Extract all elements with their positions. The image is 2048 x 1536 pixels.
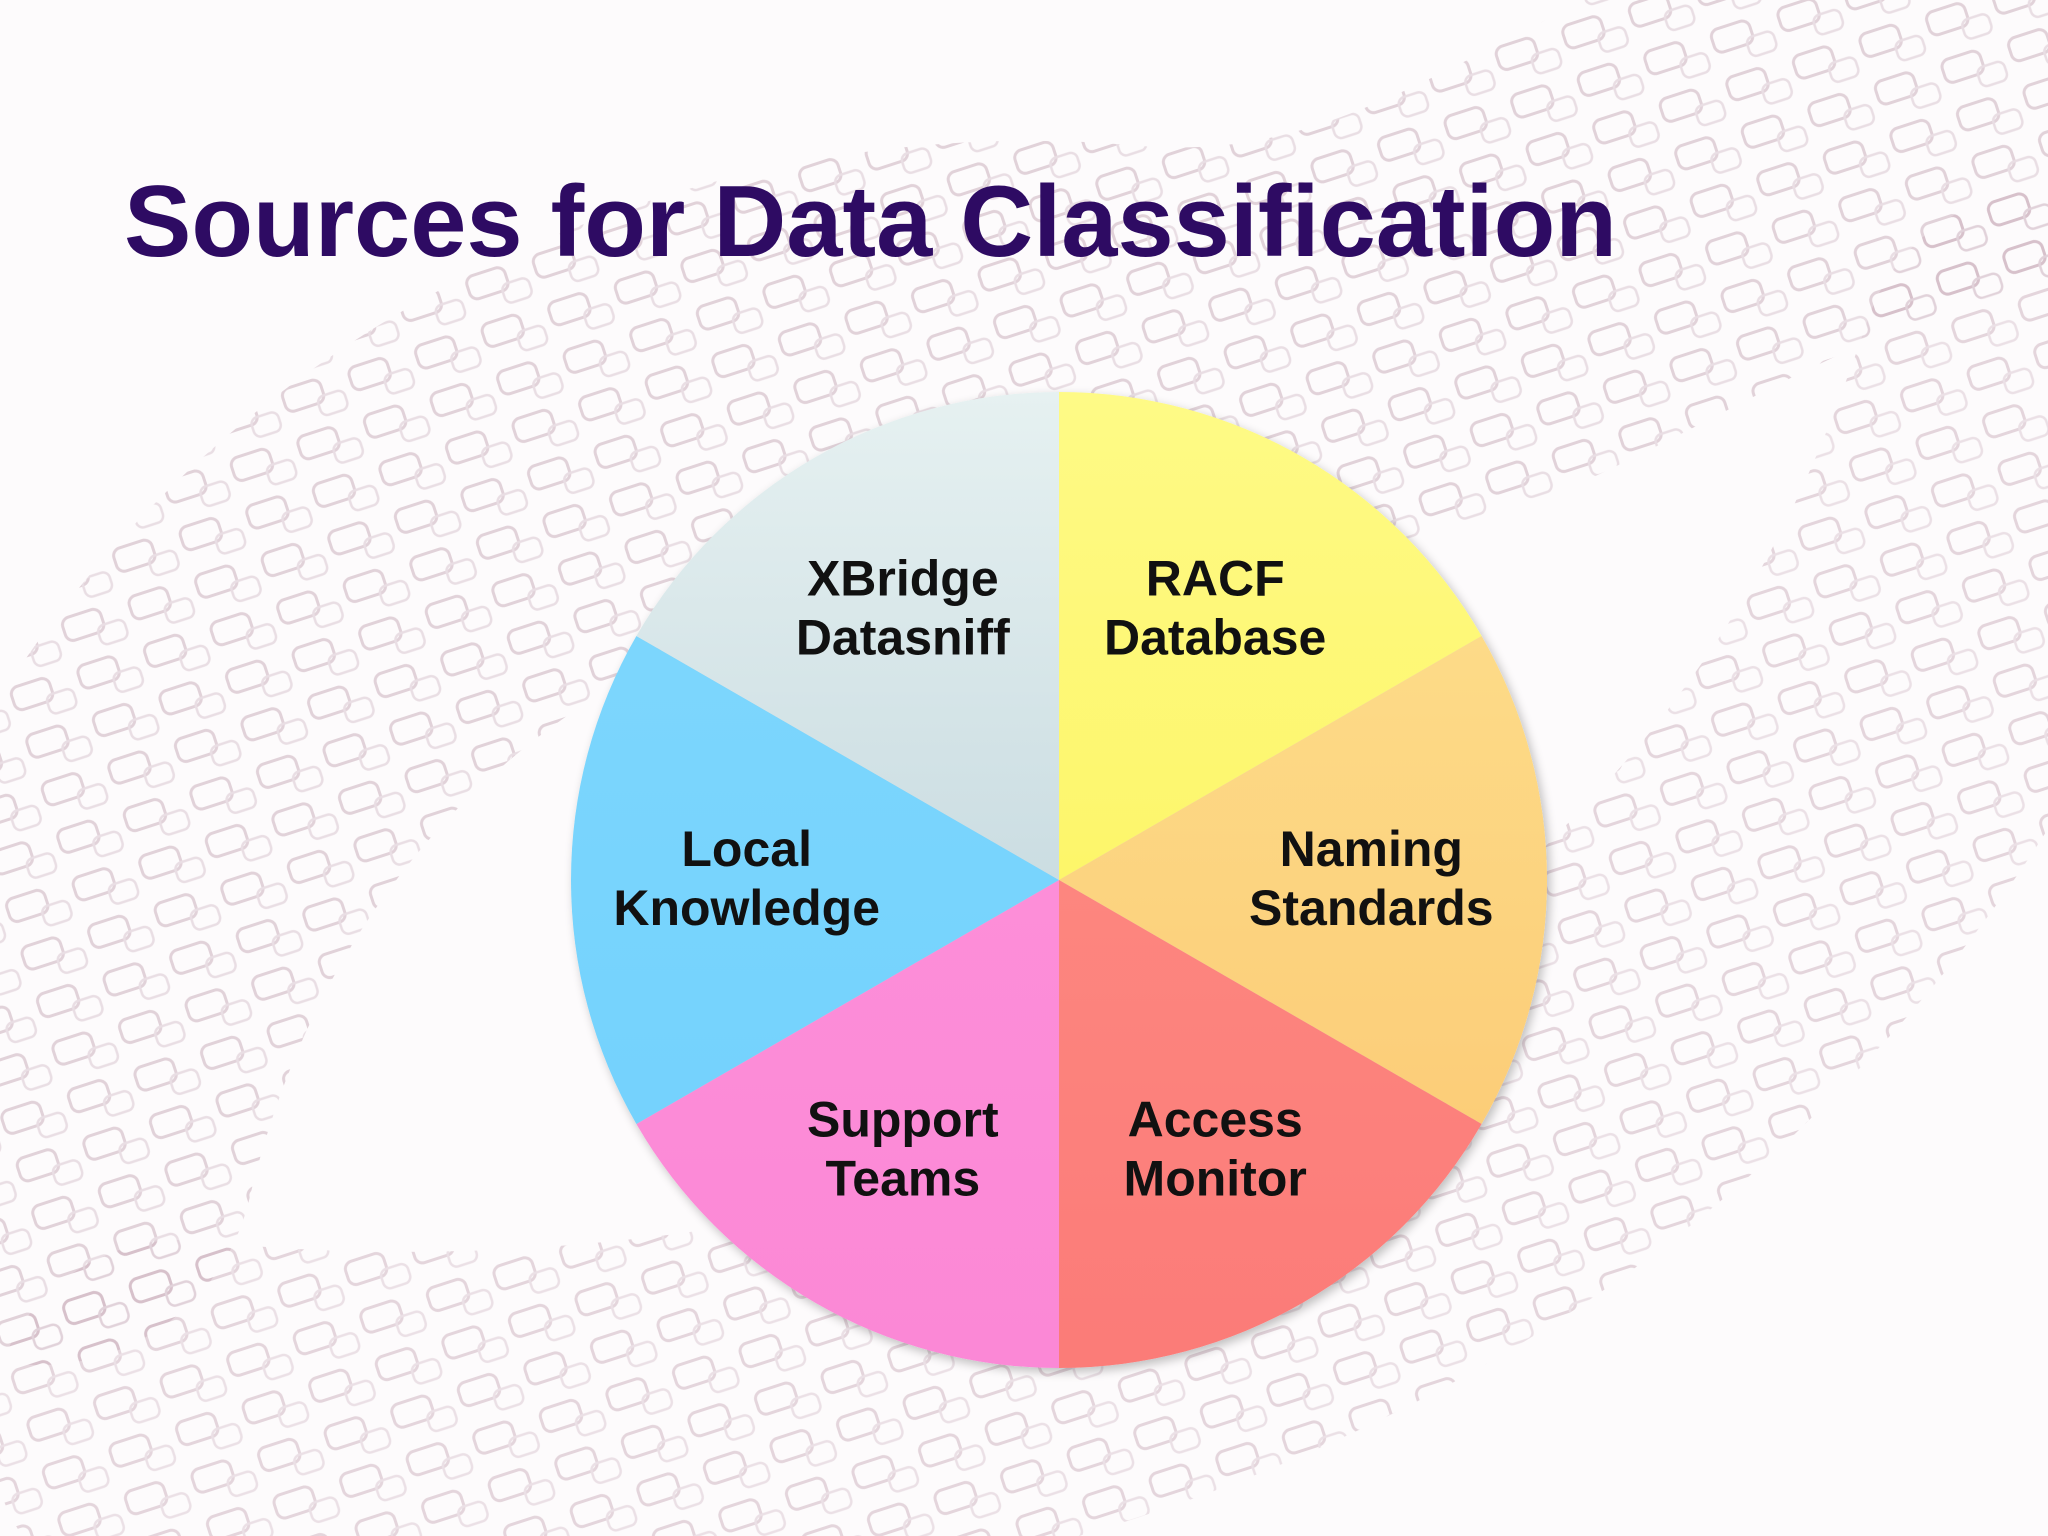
segment-access-monitor bbox=[1059, 880, 1482, 1368]
slide-title: Sources for Data Classification bbox=[124, 166, 1618, 278]
segment-support-teams bbox=[636, 880, 1059, 1368]
segment-racf-database bbox=[1059, 392, 1482, 880]
segment-xbridge-datasniff bbox=[636, 392, 1059, 880]
segment-local-knowledge bbox=[571, 636, 1059, 1124]
segment-naming-standards bbox=[1059, 636, 1547, 1124]
